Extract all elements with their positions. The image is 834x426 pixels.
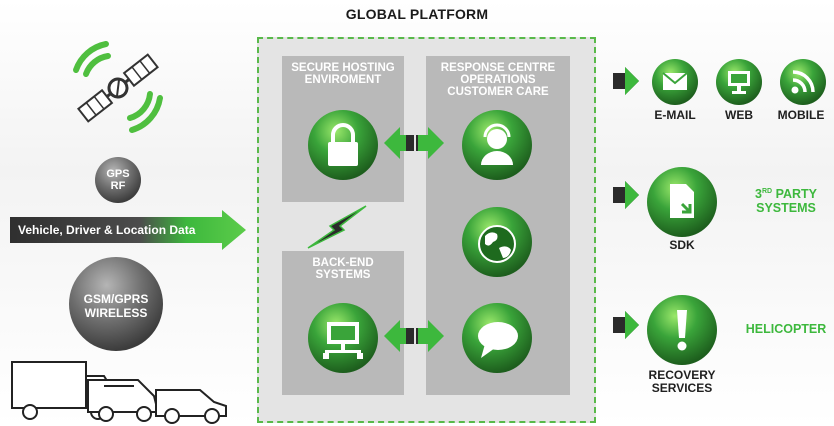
gsm-label: GSM/GPRS xyxy=(83,292,149,306)
email-label: E-MAIL xyxy=(654,108,696,122)
secure-hosting-label: SECURE HOSTING ENVIROMENT xyxy=(291,62,395,86)
output-arrow-recovery xyxy=(613,311,639,339)
satellite-icon xyxy=(73,41,163,133)
van-icon xyxy=(87,379,160,422)
data-flow-label: Vehicle, Driver & Location Data xyxy=(18,223,196,237)
lightning-icon xyxy=(307,205,367,249)
response-centre-label: RESPONSE CENTRE OPERATIONS CUSTOMER CARE xyxy=(440,62,556,98)
third-party-suffix: RD xyxy=(761,188,773,195)
recovery-services-label: RECOVERY SERVICES xyxy=(648,368,716,395)
envelope-icon xyxy=(652,59,698,105)
gsm-gprs-badge: GSM/GPRS WIRELESS xyxy=(68,256,164,352)
third-party-number: 3 xyxy=(755,187,762,202)
bidirectional-arrow-top xyxy=(384,127,444,159)
systems-word: SYSTEMS xyxy=(756,201,816,216)
back-end-label: BACK-END SYSTEMS xyxy=(312,257,374,281)
output-arrow-sdk xyxy=(613,181,639,209)
gps-label: GPS xyxy=(106,168,130,180)
third-party-label: 3RD PARTY SYSTEMS xyxy=(740,185,832,215)
output-arrow-channels xyxy=(613,67,639,95)
vehicles-illustration xyxy=(11,361,227,424)
wireless-label: WIRELESS xyxy=(84,306,148,320)
rss-icon xyxy=(780,59,826,105)
third-party-word: PARTY xyxy=(775,187,817,202)
operator-icon xyxy=(462,110,532,180)
rf-label: RF xyxy=(110,180,126,192)
diagram-title: GLOBAL PLATFORM xyxy=(345,6,489,22)
monitor-network-icon xyxy=(308,303,378,373)
web-label: WEB xyxy=(725,108,753,122)
sdk-label: SDK xyxy=(669,238,695,252)
exclamation-icon xyxy=(647,295,717,365)
lock-icon xyxy=(308,110,378,180)
globe-icon xyxy=(462,207,532,277)
document-icon xyxy=(647,167,717,237)
bidirectional-arrow-bottom xyxy=(384,320,444,352)
car-icon xyxy=(155,389,227,424)
monitor-icon xyxy=(716,59,762,105)
data-flow-arrow xyxy=(10,210,246,250)
gps-rf-badge: GPS RF xyxy=(94,156,142,204)
mobile-label: MOBILE xyxy=(777,108,825,122)
helicopter-label: HELICOPTER xyxy=(745,322,827,336)
chat-bubble-icon xyxy=(462,303,532,373)
